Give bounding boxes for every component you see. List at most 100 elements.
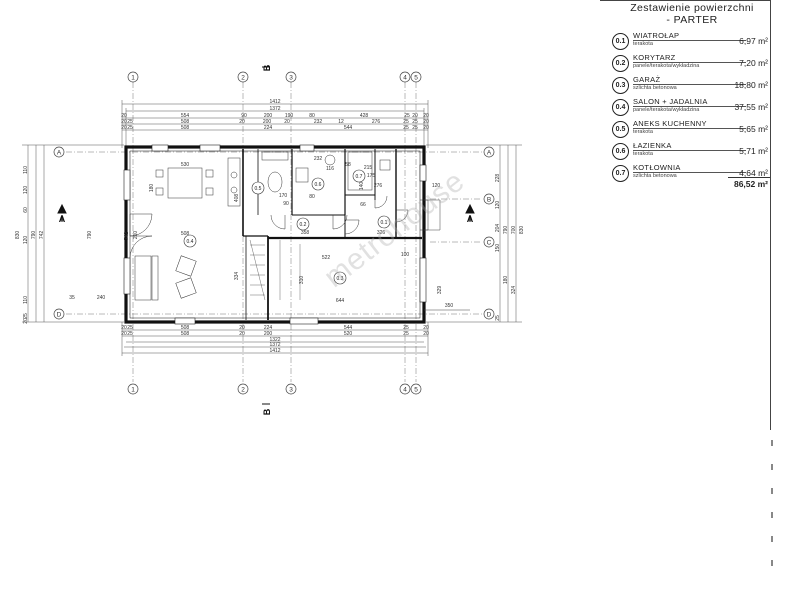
dim-salon-lower-w: 508 bbox=[181, 231, 190, 237]
dim-bot-r1-5: 544 bbox=[344, 325, 353, 331]
axis-markers-top bbox=[53, 71, 495, 395]
dim-left-2: 60 bbox=[23, 207, 29, 213]
room-material: terakota bbox=[633, 151, 653, 157]
dim-left-outer-0: 830 bbox=[15, 231, 21, 240]
dim-right-outer-1: 790 bbox=[503, 226, 509, 235]
dim-bath-w: 232 bbox=[314, 156, 323, 162]
dim-bot-r2-5: 520 bbox=[344, 331, 353, 337]
dim-top-r4-9: 25 bbox=[403, 119, 409, 125]
room-material: terakota bbox=[633, 129, 653, 135]
left-dimension-lines bbox=[22, 144, 124, 323]
dim-top-r4-4: 200 bbox=[263, 119, 272, 125]
dim-right-0: 228 bbox=[495, 174, 501, 183]
dim-bot-r1-1: 25 bbox=[127, 325, 133, 331]
section-a-left: A bbox=[59, 214, 66, 224]
axis-label-5-top: 5 bbox=[414, 75, 418, 82]
dim-entry2: 35 bbox=[69, 295, 75, 301]
axis-label-c-right: C bbox=[487, 240, 492, 247]
dim-bath-w2: 116 bbox=[326, 166, 334, 172]
axis-label-b-right: B bbox=[487, 197, 491, 204]
axis-label-d-left: D bbox=[57, 312, 62, 319]
dim-entry: 240 bbox=[97, 295, 106, 301]
dim-bot-r2-2: 508 bbox=[181, 331, 190, 337]
dim-left-8: 742 bbox=[39, 231, 45, 240]
room-tag-0-2: 0.2 bbox=[300, 222, 307, 228]
legend-subtitle: - PARTER bbox=[666, 14, 718, 26]
dim-top-r3-9: 20 bbox=[423, 113, 429, 119]
grid-axes bbox=[66, 82, 482, 382]
legend-room-0-5: 0.5 ANEKS KUCHENNY terakota 5,65 m² bbox=[608, 118, 776, 140]
dim-left-1: 120 bbox=[23, 186, 29, 195]
legend-room-0-3: 0.3 GARAŻ szlichta betonowa 18,80 m² bbox=[608, 74, 776, 96]
axis-label-a-right: A bbox=[487, 150, 492, 157]
dim-top-r4-7: 12 bbox=[338, 119, 344, 125]
axis-label-5-bottom: 5 bbox=[414, 387, 418, 394]
dim-right-8: 25 bbox=[495, 315, 501, 321]
room-tag-0-6: 0.6 bbox=[315, 182, 322, 188]
dim-top-1372: 1372 bbox=[269, 106, 280, 112]
dim-right-1: 120 bbox=[495, 201, 501, 210]
dim-top-r4-11: 20 bbox=[423, 119, 429, 125]
dim-garage-w: 522 bbox=[322, 255, 331, 261]
dim-left-4: 110 bbox=[23, 296, 29, 304]
edge-marks bbox=[771, 440, 774, 590]
dim-bot-r1-0: 20 bbox=[121, 325, 127, 331]
dim-bot-1322: 1322 bbox=[269, 337, 280, 343]
room-name: KOTŁOWNIA bbox=[633, 163, 681, 172]
legend-title: Zestawienie powierzchni bbox=[630, 2, 754, 14]
section-b-top: B bbox=[262, 64, 272, 71]
dim-210: 210 bbox=[133, 231, 139, 240]
room-area: 4,64 m² bbox=[739, 168, 768, 178]
room-area: 5,65 m² bbox=[739, 124, 768, 134]
axis-label-3-top: 3 bbox=[289, 75, 293, 82]
room-number: 0.2 bbox=[612, 55, 629, 72]
legend-room-0-4: 0.4 SALON + JADALNIA panele/terakota/wyk… bbox=[608, 96, 776, 118]
dim-top-r5-3: 224 bbox=[264, 125, 273, 131]
bottom-dimension-lines bbox=[121, 322, 429, 356]
top-dimension-lines bbox=[121, 100, 429, 148]
dim-top-r3-3: 200 bbox=[264, 113, 273, 119]
dim-top-r5-4: 544 bbox=[344, 125, 353, 131]
dim-top-r4-3: 20 bbox=[239, 119, 245, 125]
room-tag-0-7: 0.7 bbox=[356, 174, 363, 180]
axis-label-4-bottom: 4 bbox=[403, 387, 407, 394]
dim-bot-r2-0: 20 bbox=[121, 331, 127, 337]
dim-bot-r1-7: 20 bbox=[423, 325, 429, 331]
dim-porch-h: 350 bbox=[445, 303, 454, 309]
room-number: 0.5 bbox=[612, 121, 629, 138]
dim-right-2: 204 bbox=[495, 224, 501, 233]
room-number: 0.7 bbox=[612, 165, 629, 182]
dim-top-r3-1: 554 bbox=[181, 113, 190, 119]
room-tag-circles bbox=[183, 169, 391, 285]
room-name: KORYTARZ bbox=[633, 53, 676, 62]
dim-80: 80 bbox=[309, 194, 315, 200]
dim-top-r3-6: 428 bbox=[360, 113, 369, 119]
area-legend: Zestawienie powierzchni - PARTER 0.1 WIA… bbox=[608, 2, 776, 192]
dim-top-r4-10: 25 bbox=[412, 119, 418, 125]
room-tag-0-5: 0.5 bbox=[255, 186, 262, 192]
dim-left-7: 790 bbox=[31, 231, 37, 240]
legend-frame-top bbox=[600, 0, 771, 1]
dim-bot-r2-3: 20 bbox=[239, 331, 245, 337]
dim-58: 58 bbox=[345, 162, 351, 168]
dim-right-7: 324 bbox=[511, 286, 517, 295]
room-number: 0.4 bbox=[612, 99, 629, 116]
dim-bot-1412: 1412 bbox=[269, 348, 280, 354]
dim-top-1412: 1412 bbox=[269, 99, 280, 105]
dim-bot-r2-6: 25 bbox=[403, 331, 409, 337]
dim-top-r5-1: 25 bbox=[127, 125, 133, 131]
room-area: 18,80 m² bbox=[734, 80, 768, 90]
dim-left-6: 20 bbox=[23, 318, 29, 324]
dim-hall-h: 326 bbox=[377, 230, 386, 236]
dim-left-3: 120 bbox=[23, 236, 29, 245]
dim-garage-h2: 329 bbox=[437, 286, 443, 295]
dim-left-0: 110 bbox=[23, 166, 29, 174]
dim-top-r4-5: 20 bbox=[284, 119, 290, 125]
dim-bot-r2-4: 200 bbox=[264, 331, 273, 337]
section-b-bottom: B bbox=[262, 408, 272, 415]
dim-top-r5-0: 20 bbox=[121, 125, 127, 131]
axis-label-2-top: 2 bbox=[241, 75, 245, 82]
legend-room-0-2: 0.2 KORYTARZ panele/terakota/wykładzina … bbox=[608, 52, 776, 74]
dim-66: 66 bbox=[360, 202, 366, 208]
room-number: 0.6 bbox=[612, 143, 629, 160]
